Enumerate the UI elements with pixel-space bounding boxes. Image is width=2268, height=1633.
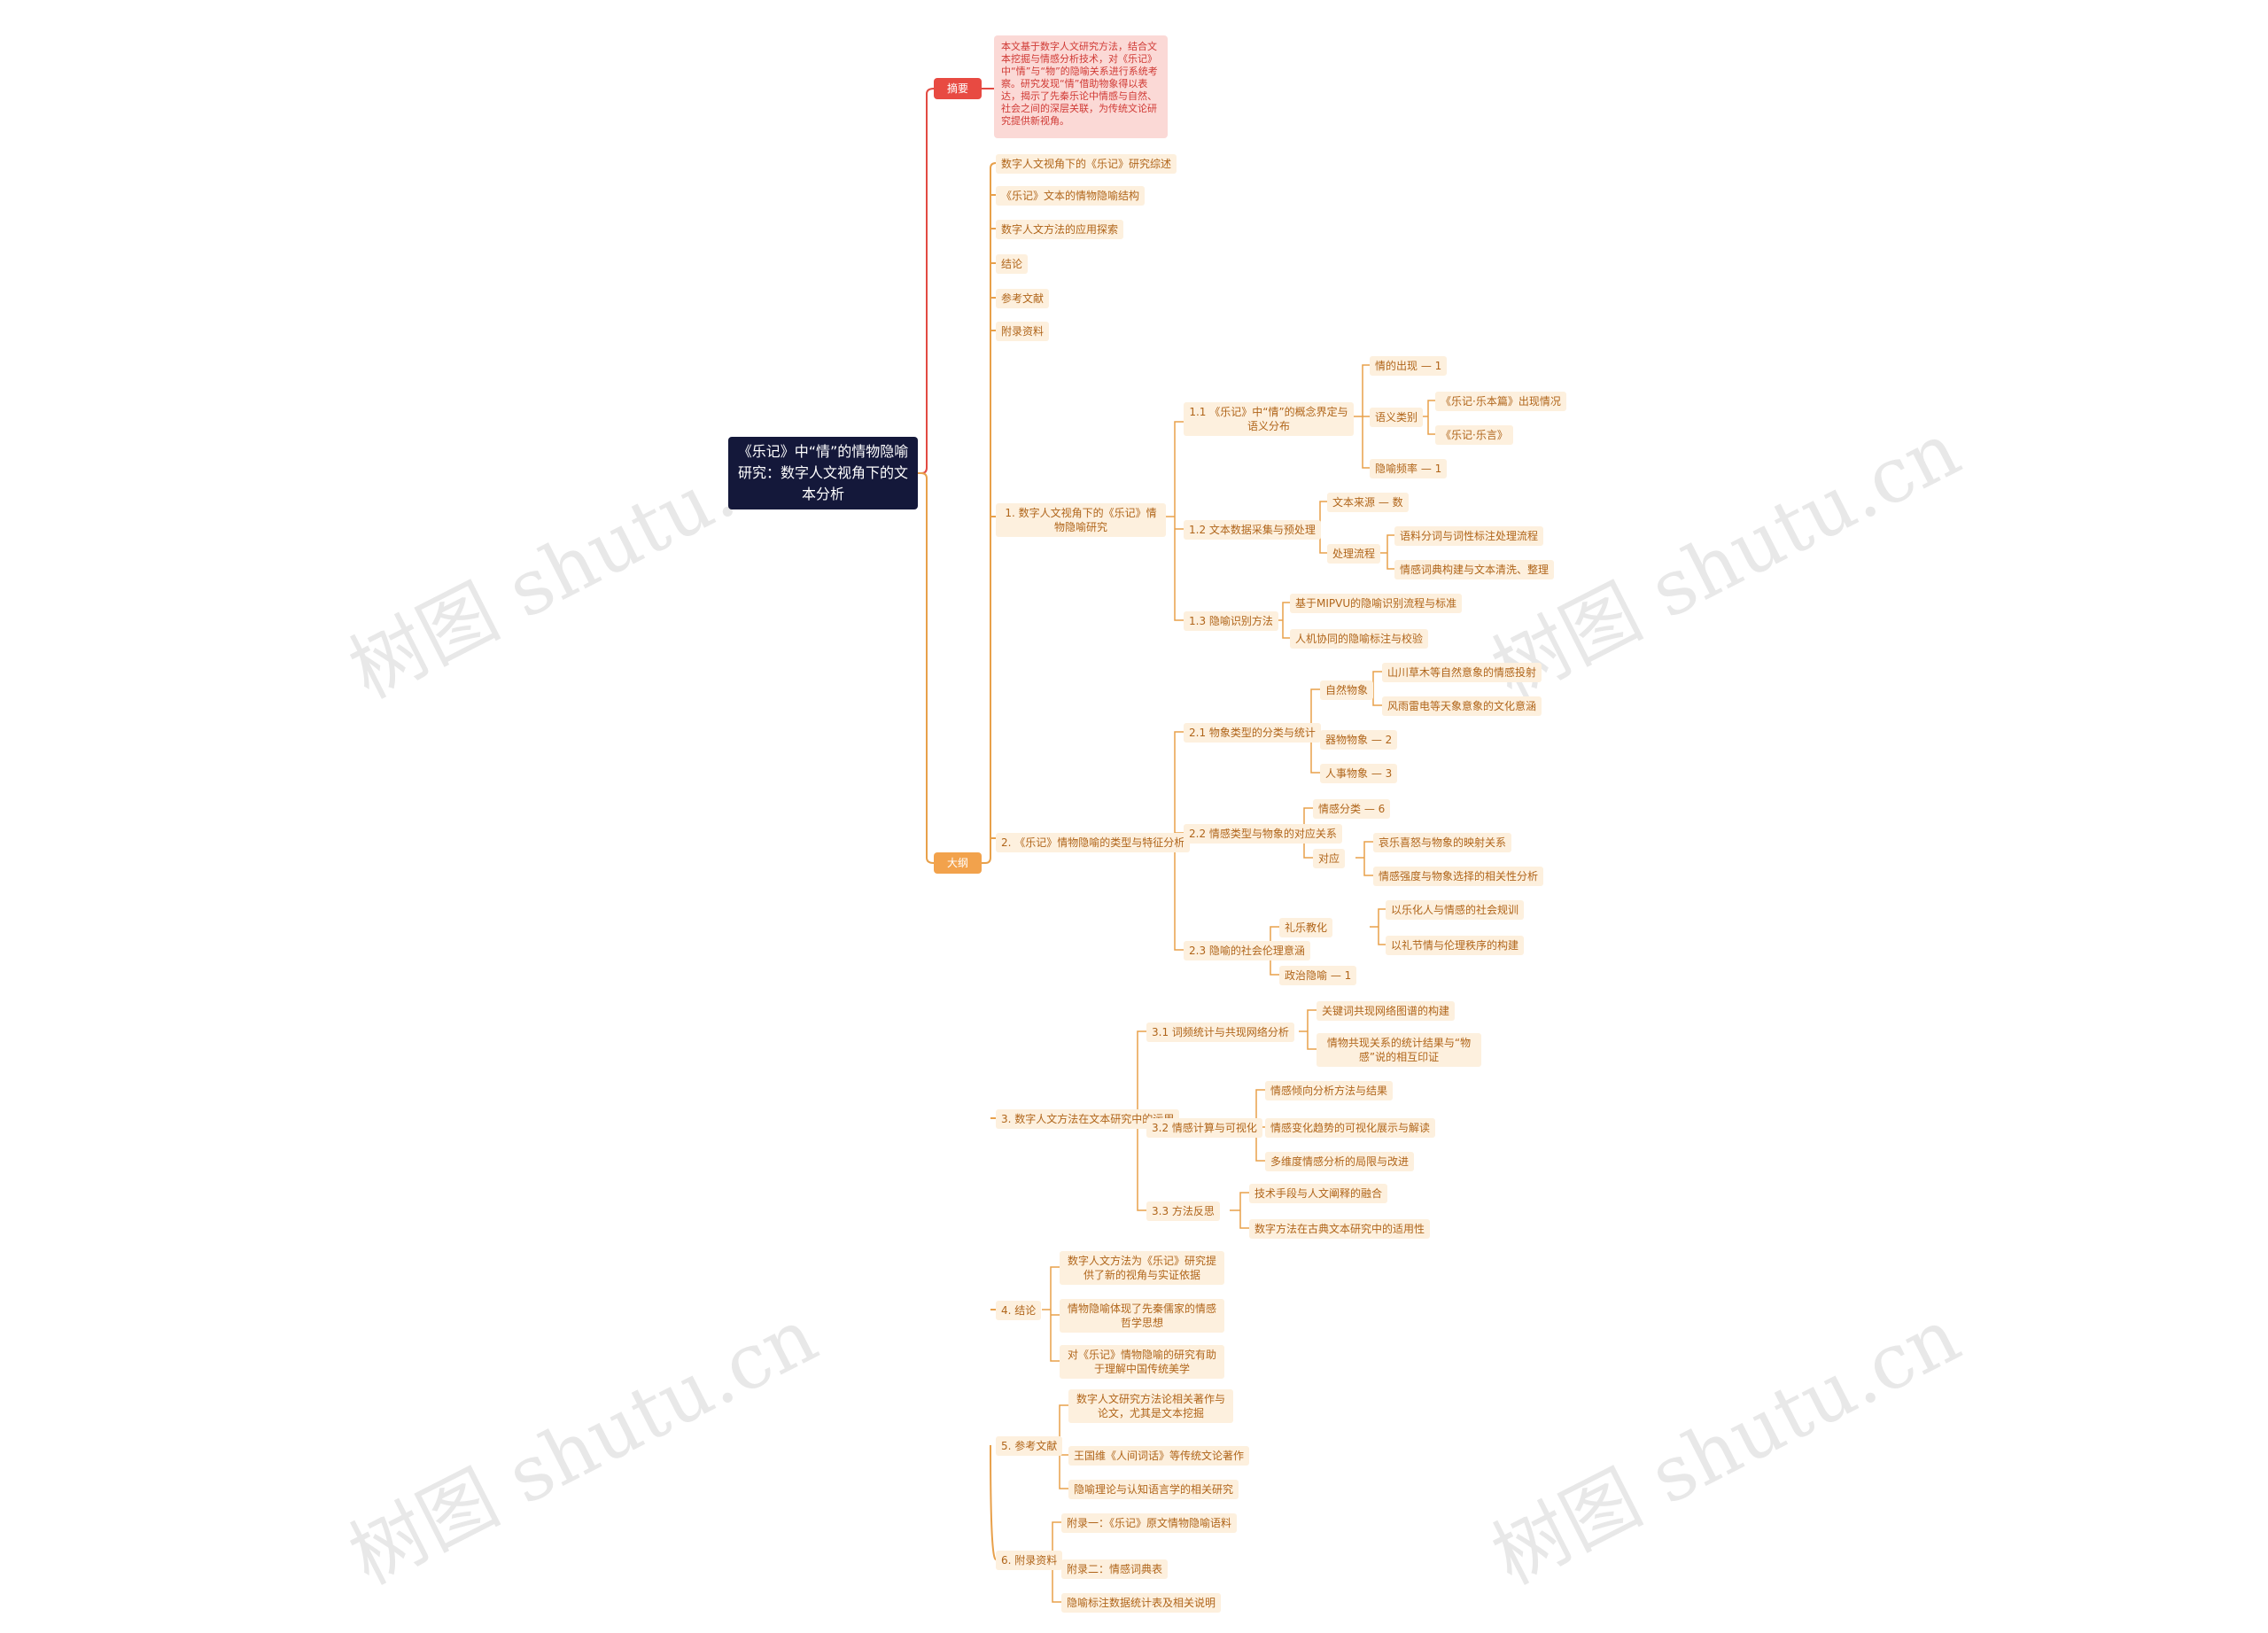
outline-item[interactable]: 《乐记》文本的情物隐喻结构 [996, 186, 1146, 206]
leaf[interactable]: 情感词典构建与文本清洗、整理 [1394, 560, 1555, 579]
leaf[interactable]: 情感分类 — 6 [1313, 799, 1391, 819]
leaf[interactable]: 处理流程 [1327, 544, 1381, 564]
section-5-topic[interactable]: 5. 参考文献 [996, 1436, 1063, 1456]
leaf[interactable]: 以乐化人与情感的社会规训 [1386, 900, 1525, 920]
leaf[interactable]: 礼乐教化 [1279, 918, 1333, 937]
outline-item[interactable]: 数字人文方法的应用探索 [996, 220, 1124, 239]
subtopic-1-2[interactable]: 1.2 文本数据采集与预处理 [1184, 520, 1321, 540]
leaf[interactable]: 对应 [1313, 849, 1346, 868]
subtopic-2-2[interactable]: 2.2 情感类型与物象的对应关系 [1184, 824, 1342, 844]
section-4-topic[interactable]: 4. 结论 [996, 1301, 1042, 1320]
subtopic-3-3[interactable]: 3.3 方法反思 [1146, 1201, 1220, 1221]
leaf[interactable]: 关键词共现网络图谱的构建 [1317, 1001, 1456, 1021]
leaf[interactable]: 多维度情感分析的局限与改进 [1265, 1152, 1415, 1171]
leaf[interactable]: 山川草木等自然意象的情感投射 [1382, 663, 1542, 682]
subtopic-2-1[interactable]: 2.1 物象类型的分类与统计 [1184, 723, 1321, 743]
leaf[interactable]: 情物隐喻体现了先秦儒家的情感哲学思想 [1060, 1299, 1224, 1333]
leaf[interactable]: 情物共现关系的统计结果与“物感”说的相互印证 [1317, 1033, 1481, 1067]
section-2-topic[interactable]: 2. 《乐记》情物隐喻的类型与特征分析 [996, 833, 1191, 852]
section-6-topic[interactable]: 6. 附录资料 [996, 1551, 1063, 1570]
section-1-topic[interactable]: 1. 数字人文视角下的《乐记》情物隐喻研究 [996, 503, 1166, 537]
leaf[interactable]: 附录一：《乐记》原文情物隐喻语料 [1061, 1513, 1238, 1533]
leaf[interactable]: 基于MIPVU的隐喻识别流程与标准 [1290, 594, 1463, 613]
leaf[interactable]: 隐喻理论与认知语言学的相关研究 [1068, 1480, 1239, 1499]
section-3-topic[interactable]: 3. 数字人文方法在文本研究中的运用 [996, 1109, 1180, 1129]
subtopic-2-3[interactable]: 2.3 隐喻的社会伦理意涵 [1184, 941, 1310, 960]
leaf[interactable]: 以礼节情与伦理秩序的构建 [1386, 936, 1525, 955]
outline-item[interactable]: 数字人文视角下的《乐记》研究综述 [996, 154, 1177, 174]
leaf[interactable]: 政治隐喻 — 1 [1279, 966, 1357, 985]
outline-item[interactable]: 参考文献 [996, 289, 1050, 308]
leaf[interactable]: 器物物象 — 2 [1320, 730, 1398, 750]
subtopic-3-2[interactable]: 3.2 情感计算与可视化 [1146, 1118, 1262, 1138]
leaf[interactable]: 王国维《人间词话》等传统文论著作 [1068, 1446, 1250, 1466]
leaf[interactable]: 情感变化趋势的可视化展示与解读 [1265, 1118, 1436, 1138]
leaf[interactable]: 人机协同的隐喻标注与校验 [1290, 629, 1429, 649]
leaf[interactable]: 《乐记·乐言》 [1435, 425, 1513, 445]
leaf[interactable]: 附录二：情感词典表 [1061, 1559, 1169, 1579]
leaf[interactable]: 技术手段与人文阐释的融合 [1249, 1184, 1388, 1203]
leaf[interactable]: 情的出现 — 1 [1370, 356, 1448, 376]
root-topic[interactable]: 《乐记》中“情”的情物隐喻研究：数字人文视角下的文本分析 [728, 437, 918, 509]
leaf[interactable]: 自然物象 [1320, 680, 1374, 700]
leaf[interactable]: 哀乐喜怒与物象的映射关系 [1373, 833, 1512, 852]
leaf[interactable]: 数字方法在古典文本研究中的适用性 [1249, 1219, 1431, 1239]
subtopic-1-3[interactable]: 1.3 隐喻识别方法 [1184, 611, 1278, 631]
leaf[interactable]: 风雨雷电等天象意象的文化意涵 [1382, 696, 1542, 716]
leaf[interactable]: 数字人文研究方法论相关著作与论文，尤其是文本挖掘 [1068, 1389, 1233, 1423]
leaf[interactable]: 隐喻标注数据统计表及相关说明 [1061, 1593, 1222, 1613]
leaf[interactable]: 语义类别 [1370, 408, 1424, 427]
leaf[interactable]: 对《乐记》情物隐喻的研究有助于理解中国传统美学 [1060, 1345, 1224, 1379]
subtopic-1-1[interactable]: 1.1 《乐记》中“情”的概念界定与语义分布 [1184, 402, 1354, 436]
leaf[interactable]: 情感强度与物象选择的相关性分析 [1373, 867, 1544, 886]
outline-item[interactable]: 结论 [996, 254, 1029, 274]
leaf[interactable]: 隐喻频率 — 1 [1370, 459, 1448, 478]
summary-tag[interactable]: 摘要 [934, 78, 982, 99]
root-title: 《乐记》中“情”的情物隐喻研究：数字人文视角下的文本分析 [737, 443, 909, 502]
leaf[interactable]: 情感倾向分析方法与结果 [1265, 1081, 1394, 1100]
leaf[interactable]: 语料分词与词性标注处理流程 [1394, 526, 1544, 546]
leaf[interactable]: 数字人文方法为《乐记》研究提供了新的视角与实证依据 [1060, 1251, 1224, 1285]
abstract-box[interactable]: 本文基于数字人文研究方法，结合文本挖掘与情感分析技术，对《乐记》中“情”与“物”… [994, 35, 1168, 138]
leaf[interactable]: 人事物象 — 3 [1320, 764, 1398, 783]
outline-tag[interactable]: 大纲 [934, 852, 982, 874]
leaf[interactable]: 文本来源 — 数 [1327, 493, 1409, 512]
subtopic-3-1[interactable]: 3.1 词频统计与共现网络分析 [1146, 1023, 1294, 1042]
outline-item[interactable]: 附录资料 [996, 322, 1050, 341]
leaf[interactable]: 《乐记·乐本篇》出现情况 [1435, 392, 1566, 411]
